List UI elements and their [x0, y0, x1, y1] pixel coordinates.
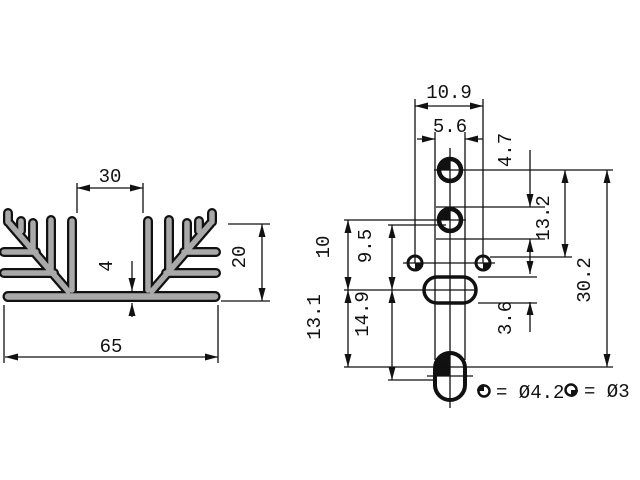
dim-label-10: 10 — [313, 236, 335, 259]
dim-label-20: 20 — [229, 246, 251, 269]
dim-label-14-9: 14.9 — [352, 291, 374, 337]
large-hole-legend-icon — [477, 384, 491, 398]
dim-label-13-1: 13.1 — [304, 294, 326, 340]
dim-profile-height: 20 — [221, 223, 270, 302]
dim-center-upper: 10 13.1 — [304, 220, 352, 367]
dim-channel-width: 30 — [76, 166, 144, 213]
dim-label-13-2: 13.2 — [533, 195, 555, 241]
profile-fins-fill — [1, 210, 219, 294]
dim-outer-hole-spacing: 10.9 — [415, 82, 483, 110]
dim-upper-hole-offset: 4.7 3.6 — [495, 133, 534, 335]
drill-view: 10.9 5.6 10 13.1 9.5 14.9 — [304, 82, 613, 408]
dim-overall-height: 30.2 — [574, 170, 611, 367]
front-view: 30 4 20 65 — [0, 166, 270, 363]
dim-label-3-6: 3.6 — [495, 301, 517, 335]
dim-slot-width: 5.6 — [417, 116, 483, 143]
dim-center-upper-alt: 9.5 14.9 — [352, 225, 396, 380]
dim-label-4-7: 4.7 — [495, 133, 517, 167]
dim-label-5-6: 5.6 — [433, 116, 467, 138]
dim-overall-width: 65 — [3, 305, 219, 363]
reference-lines — [344, 99, 613, 408]
small-hole-legend-label: = Ø3 — [584, 381, 630, 403]
heatsink-profile — [0, 208, 221, 302]
dim-label-30: 30 — [99, 166, 122, 188]
dim-label-9-5: 9.5 — [355, 229, 377, 263]
hole-legend: = Ø4.2 = Ø3 — [477, 381, 630, 404]
dim-label-4: 4 — [96, 260, 118, 271]
dim-upper-to-side-holes: 13.2 — [533, 170, 569, 257]
dim-label-65: 65 — [100, 336, 123, 358]
large-hole-legend-label: = Ø4.2 — [496, 382, 564, 404]
dim-base-thickness: 4 — [96, 260, 136, 317]
dim-label-30-2: 30.2 — [574, 257, 596, 303]
dim-label-10-9: 10.9 — [426, 82, 472, 104]
small-hole-legend-icon — [564, 383, 578, 397]
